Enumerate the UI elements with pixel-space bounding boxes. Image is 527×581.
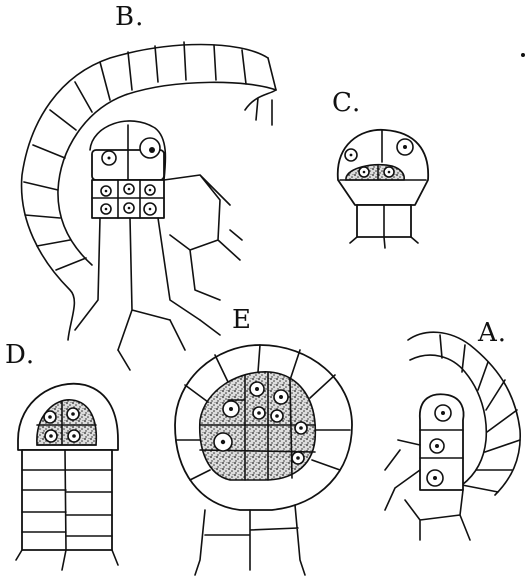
panel-label-b: B. <box>115 2 144 32</box>
panel-d-drawing <box>16 384 118 570</box>
panel-c-drawing <box>338 53 525 248</box>
panel-e-drawing <box>175 345 352 575</box>
panel-label-e: E <box>232 305 252 335</box>
panel-label-c: C. <box>332 88 361 118</box>
panel-label-a: A. <box>478 318 507 348</box>
panel-label-d: D. <box>5 340 35 370</box>
panel-a-drawing <box>385 332 520 540</box>
